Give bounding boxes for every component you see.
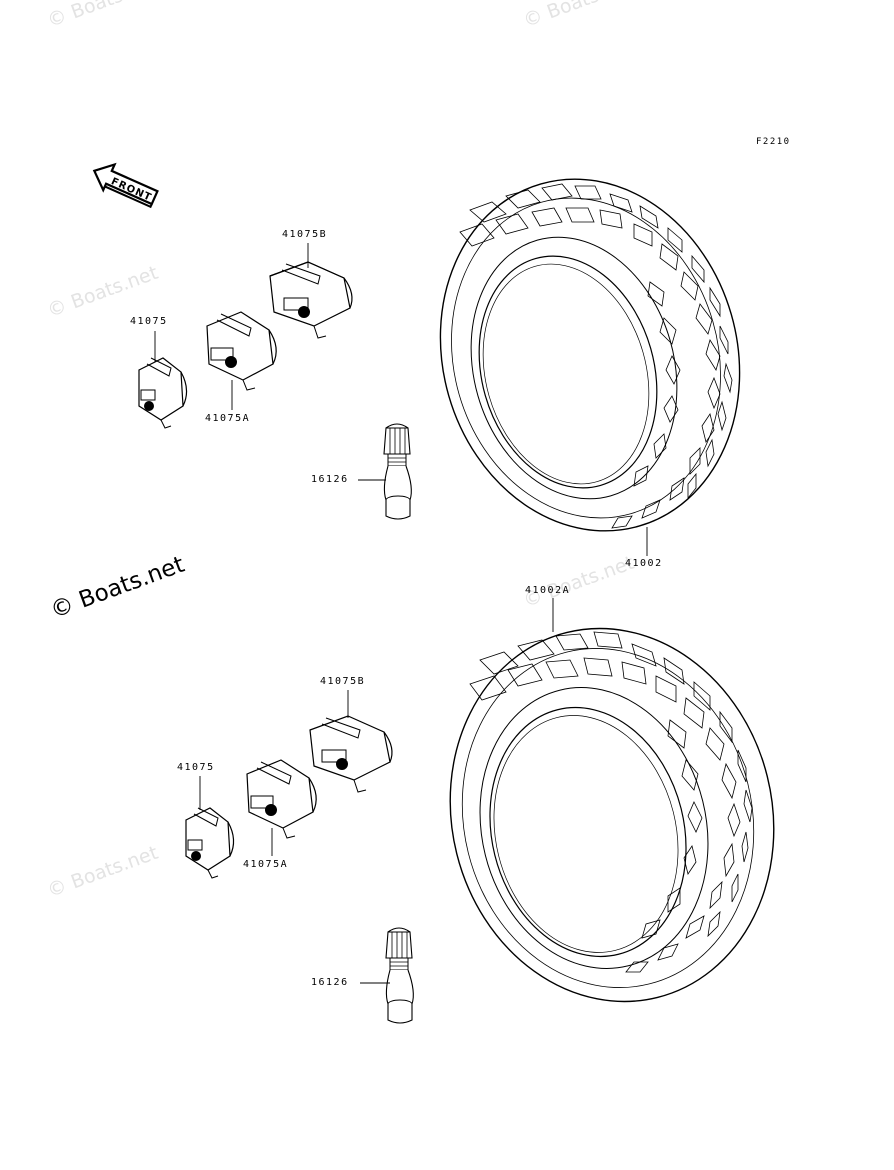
lower-weight-a	[246, 759, 317, 839]
callout-lower-weight-a: 41075A	[243, 859, 289, 870]
upper-valve	[383, 423, 412, 520]
upper-weight-a	[206, 311, 277, 391]
upper-tire	[439, 178, 741, 532]
callout-upper-weight: 41075	[130, 316, 168, 327]
callout-upper-tire: 41002	[625, 558, 663, 569]
lower-valve	[385, 927, 414, 1024]
callout-upper-valve: 16126	[311, 474, 349, 485]
upper-weight	[138, 357, 188, 429]
lower-weight	[185, 807, 235, 879]
callout-lower-tire: 41002A	[525, 585, 571, 596]
upper-weight-b	[269, 261, 353, 339]
callout-lower-weight: 41075	[177, 762, 215, 773]
figure-code: F2210	[756, 137, 791, 147]
callout-lower-valve: 16126	[311, 977, 349, 988]
lower-weight-b	[309, 715, 393, 793]
callout-upper-weight-a: 41075A	[205, 413, 251, 424]
leader-lines	[154, 243, 648, 984]
callout-upper-weight-b: 41075B	[282, 229, 328, 240]
lower-tire	[449, 627, 775, 1003]
front-arrow-icon: FRONT	[92, 162, 159, 209]
callout-lower-weight-b: 41075B	[320, 676, 366, 687]
